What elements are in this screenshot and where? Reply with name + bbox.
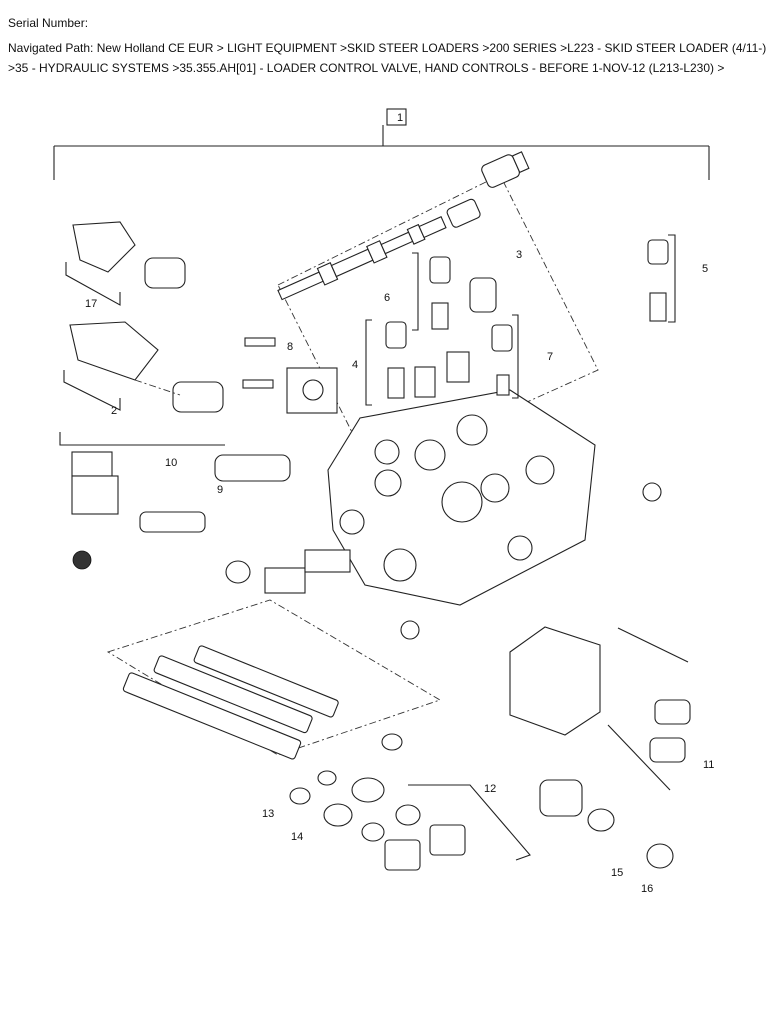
callout-16: 16 (641, 883, 653, 895)
navigated-path-line-2: >35 - HYDRAULIC SYSTEMS >35.355.AH[01] -… (8, 61, 725, 75)
callout-8: 8 (287, 341, 293, 353)
valve-body (327, 389, 596, 606)
seal-and-plate-set (289, 770, 674, 871)
serial-number-label: Serial Number: (8, 16, 89, 30)
callout-15: 15 (611, 867, 623, 879)
cartridge-9 (214, 454, 291, 482)
callout-10: 10 (165, 457, 177, 469)
callout-17: 17 (85, 298, 97, 310)
callout-5: 5 (702, 263, 708, 275)
callout-4: 4 (352, 359, 358, 371)
callout-1: 1 (397, 112, 403, 124)
callout-9: 9 (217, 484, 223, 496)
callout-14: 14 (291, 831, 303, 843)
callout-3: 3 (516, 249, 522, 261)
main-spool-assembly (277, 151, 599, 473)
cartridge-set (385, 239, 669, 399)
navigated-path-line-1: Navigated Path: New Holland CE EUR > LIG… (8, 41, 767, 55)
solenoid-10 (59, 432, 225, 570)
callout-labels: 1 2 3 4 5 6 7 8 9 10 11 12 13 14 15 16 1… (85, 112, 714, 895)
callout-brackets (365, 234, 676, 406)
actuator-2 (63, 321, 224, 413)
callout-2: 2 (111, 405, 117, 417)
assembly-bracket (53, 108, 710, 180)
callout-7: 7 (547, 351, 553, 363)
callout-12: 12 (484, 783, 496, 795)
lower-spools (106, 599, 442, 760)
misc-hardware (225, 337, 662, 751)
callout-6: 6 (384, 292, 390, 304)
callout-13: 13 (262, 808, 274, 820)
solenoid-block-11 (509, 626, 691, 791)
callout-11: 11 (703, 759, 714, 771)
actuator-17 (65, 221, 186, 306)
